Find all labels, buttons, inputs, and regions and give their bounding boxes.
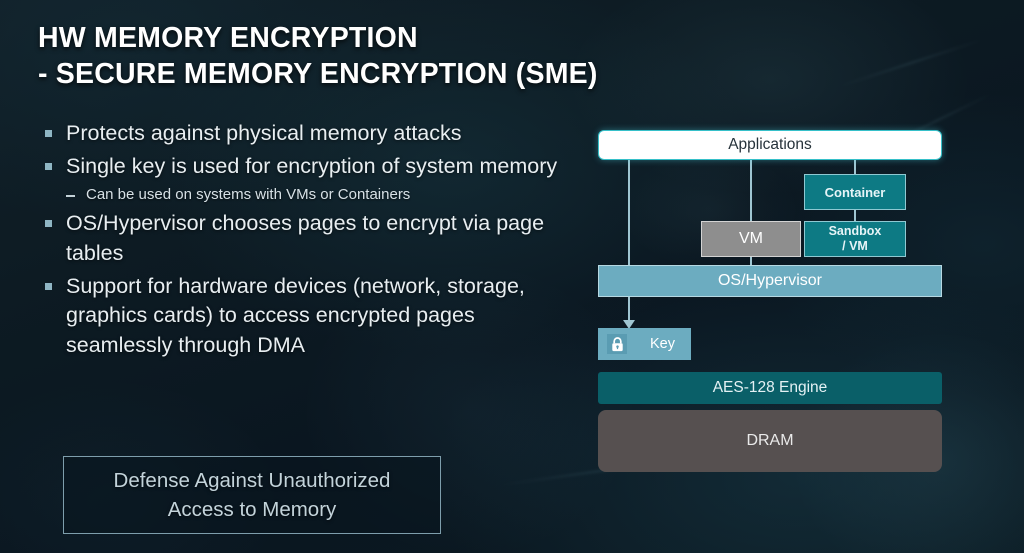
lock-icon [607,334,627,354]
architecture-diagram: Applications Container VM Sandbox / VM O… [598,130,942,482]
diagram-box-os-hypervisor: OS/Hypervisor [598,265,942,297]
connector-applications-to-container [854,158,856,176]
sub-bullet-item: Can be used on systems with VMs or Conta… [40,184,585,205]
title-line-2: - SECURE MEMORY ENCRYPTION (SME) [38,58,598,91]
hypervisor-label: OS/Hypervisor [717,272,823,289]
connector-hypervisor-to-key [628,297,630,322]
bullet-item: Support for hardware devices (network, s… [40,272,585,361]
dash-icon [66,195,75,197]
diagram-box-applications: Applications [598,130,942,160]
sandbox-label: Sandbox / VM [829,224,882,254]
slide-title: HW MEMORY ENCRYPTION - SECURE MEMORY ENC… [38,20,678,93]
connector-applications-to-vm [750,158,752,223]
diagram-box-key: Key [598,328,691,360]
sandbox-label-line-1: Sandbox [828,224,882,239]
connector-container-to-sandbox [854,208,856,223]
diagram-box-container: Container [804,174,906,210]
sub-bullet-text: Can be used on systems with VMs or Conta… [86,186,411,204]
diagram-box-dram: DRAM [598,410,942,472]
diagram-box-aes-engine: AES-128 Engine [598,372,942,404]
connector-applications-to-hypervisor [628,158,630,267]
bullet-square-icon [45,220,52,228]
bullet-square-icon [45,130,52,137]
dram-label: DRAM [746,432,794,449]
bullet-square-icon [45,282,52,290]
diagram-box-vm: VM [701,221,801,257]
background-streak-1 [839,38,983,87]
bullet-item: Protects against physical memory attacks [40,119,585,149]
key-label: Key [650,336,675,352]
bullet-text: Support for hardware devices (network, s… [66,273,525,357]
bullet-square-icon [45,162,52,170]
connector-vm-to-hypervisor [750,255,752,267]
bullet-list: Protects against physical memory attacks… [40,119,585,364]
callout-box: Defense Against Unauthorized Access to M… [63,456,441,534]
callout-text: Defense Against Unauthorized Access to M… [114,466,391,524]
callout-line-1: Defense Against Unauthorized [113,468,391,492]
arrow-head-icon [623,320,635,329]
aes-engine-label: AES-128 Engine [712,379,828,396]
container-label: Container [824,184,886,200]
vm-label: VM [739,230,763,247]
callout-line-2: Access to Memory [167,498,337,521]
bullet-item: Single key is used for encryption of sys… [40,152,585,182]
applications-label: Applications [728,136,812,153]
bullet-text: OS/Hypervisor chooses pages to encrypt v… [66,211,545,265]
bullet-item: OS/Hypervisor chooses pages to encrypt v… [40,209,585,268]
diagram-box-sandbox-vm: Sandbox / VM [804,221,906,257]
sandbox-label-line-2: / VM [842,239,868,253]
bullet-text: Single key is used for encryption of sys… [66,153,558,178]
title-line-1: HW MEMORY ENCRYPTION [38,22,418,54]
bullet-text: Protects against physical memory attacks [66,121,462,145]
